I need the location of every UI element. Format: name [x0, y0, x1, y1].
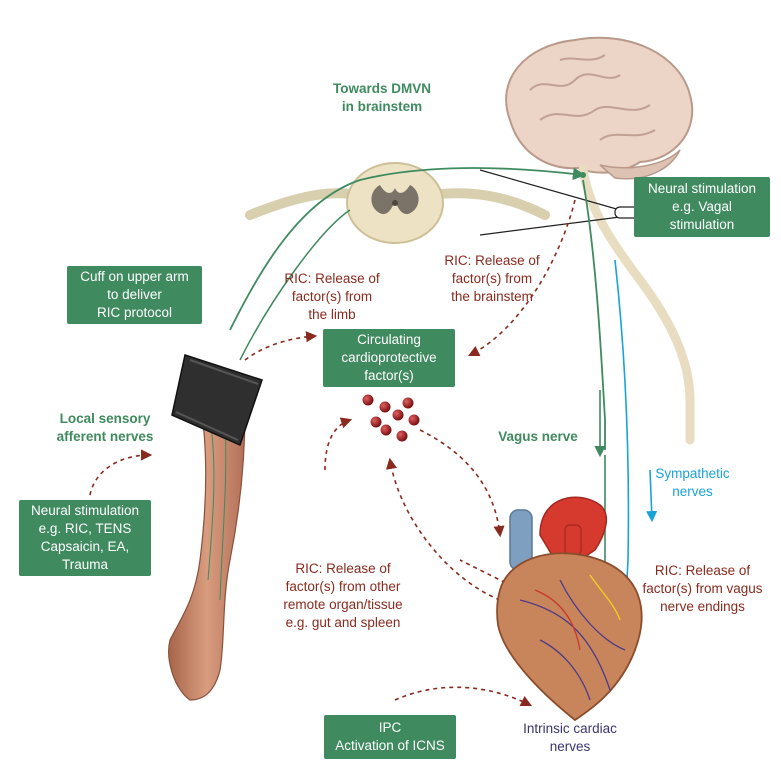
ric-organ-line-2: factor(s) from other: [285, 579, 401, 594]
neural-stim-left-line-4: Trauma: [61, 557, 108, 572]
towards-dmvn-line-2: in brainstem: [341, 99, 423, 114]
ric-organ-line-1: RIC: Release of: [295, 561, 391, 576]
ric-vagus-line-3: nerve endings: [660, 599, 745, 614]
vagus-path: [582, 179, 606, 450]
intrinsic-line-2: nerves: [549, 739, 591, 754]
cuff-line-2: to deliver: [107, 287, 162, 302]
intrinsic-line-1: Intrinsic cardiac: [523, 721, 617, 736]
ric-vagus-label: RIC: Release of factor(s) from vagus ner…: [630, 562, 775, 616]
neural-stim-right-line-3: stimulation: [669, 217, 735, 232]
heart-icon: [496, 496, 643, 722]
neural-stim-right-line-2: e.g. Vagal: [672, 199, 732, 214]
ric-limb-line-1: RIC: Release of: [284, 271, 380, 286]
brain-icon: [505, 36, 694, 180]
sympathetic-line-1: Sympathetic: [655, 466, 730, 481]
neural-stim-left-box: Neural stimulation e.g. RIC, TENS Capsai…: [19, 500, 151, 576]
ric-vagus-line-1: RIC: Release of: [654, 563, 751, 578]
cuff-box: Cuff on upper arm to deliver RIC protoco…: [67, 266, 202, 324]
ric-brainstem-line-1: RIC: Release of: [444, 253, 540, 268]
ric-organ-line-3: remote organ/tissue: [283, 597, 403, 612]
neural-stim-left-line-2: e.g. RIC, TENS: [38, 521, 132, 536]
intrinsic-cardiac-label: Intrinsic cardiac nerves: [505, 720, 635, 756]
circulating-factors-box: Circulating cardioprotective factor(s): [323, 329, 455, 387]
ipc-line-2: Activation of ICNS: [335, 738, 445, 753]
local-sensory-line-2: afferent nerves: [56, 429, 154, 444]
neural-stim-right-box: Neural stimulation e.g. Vagal stimulatio…: [634, 177, 770, 237]
ric-organ-label: RIC: Release of factor(s) from other rem…: [268, 560, 418, 632]
local-sensory-line-1: Local sensory: [59, 411, 151, 426]
circulating-line-3: factor(s): [364, 368, 414, 383]
zoom-pointer-lines: [479, 169, 621, 236]
towards-dmvn-line-1: Towards DMVN: [332, 81, 431, 96]
ric-limb-line-2: factor(s) from: [291, 289, 373, 304]
sympathetic-arrow: [646, 469, 658, 523]
ric-limb-label: RIC: Release of factor(s) from the limb: [272, 270, 392, 324]
local-sensory-label: Local sensory afferent nerves: [40, 410, 170, 446]
ipc-box: IPC Activation of ICNS: [324, 715, 456, 759]
vagus-nerve-line-1: Vagus nerve: [498, 429, 578, 444]
ric-brainstem-label: RIC: Release of factor(s) from the brain…: [432, 252, 552, 306]
neural-stim-left-line-3: Capsaicin, EA,: [40, 539, 130, 554]
vagus-nerve-label: Vagus nerve: [488, 428, 588, 446]
neural-stim-left-line-1: Neural stimulation: [30, 503, 140, 518]
ipc-line-1: IPC: [378, 720, 402, 735]
cuff-line-1: Cuff on upper arm: [80, 269, 189, 284]
spinal-cord-icon: [245, 162, 550, 244]
cuff-icon: [171, 354, 263, 447]
towards-dmvn-label: Towards DMVN in brainstem: [322, 80, 442, 116]
circulating-line-1: Circulating: [357, 332, 421, 347]
afferent-path: [229, 167, 586, 331]
afferent-path-2: [239, 209, 351, 361]
ric-vagus-line-2: factor(s) from vagus: [642, 581, 763, 596]
brainstem-cord: [578, 165, 695, 445]
neural-stim-right-line-1: Neural stimulation: [647, 181, 757, 196]
factor-dots-icon: [362, 394, 420, 442]
ric-brainstem-line-2: factor(s) from: [451, 271, 533, 286]
ric-limb-line-3: the limb: [308, 307, 356, 322]
circulating-line-2: cardioprotective: [341, 350, 437, 365]
cuff-line-3: RIC protocol: [96, 305, 173, 320]
ric-organ-line-4: e.g. gut and spleen: [285, 615, 401, 630]
sympathetic-line-2: nerves: [672, 484, 713, 499]
arm-icon: [168, 399, 246, 701]
sympathetic-label: Sympathetic nerves: [645, 465, 740, 501]
ric-brainstem-line-3: the brainstem: [451, 289, 533, 304]
